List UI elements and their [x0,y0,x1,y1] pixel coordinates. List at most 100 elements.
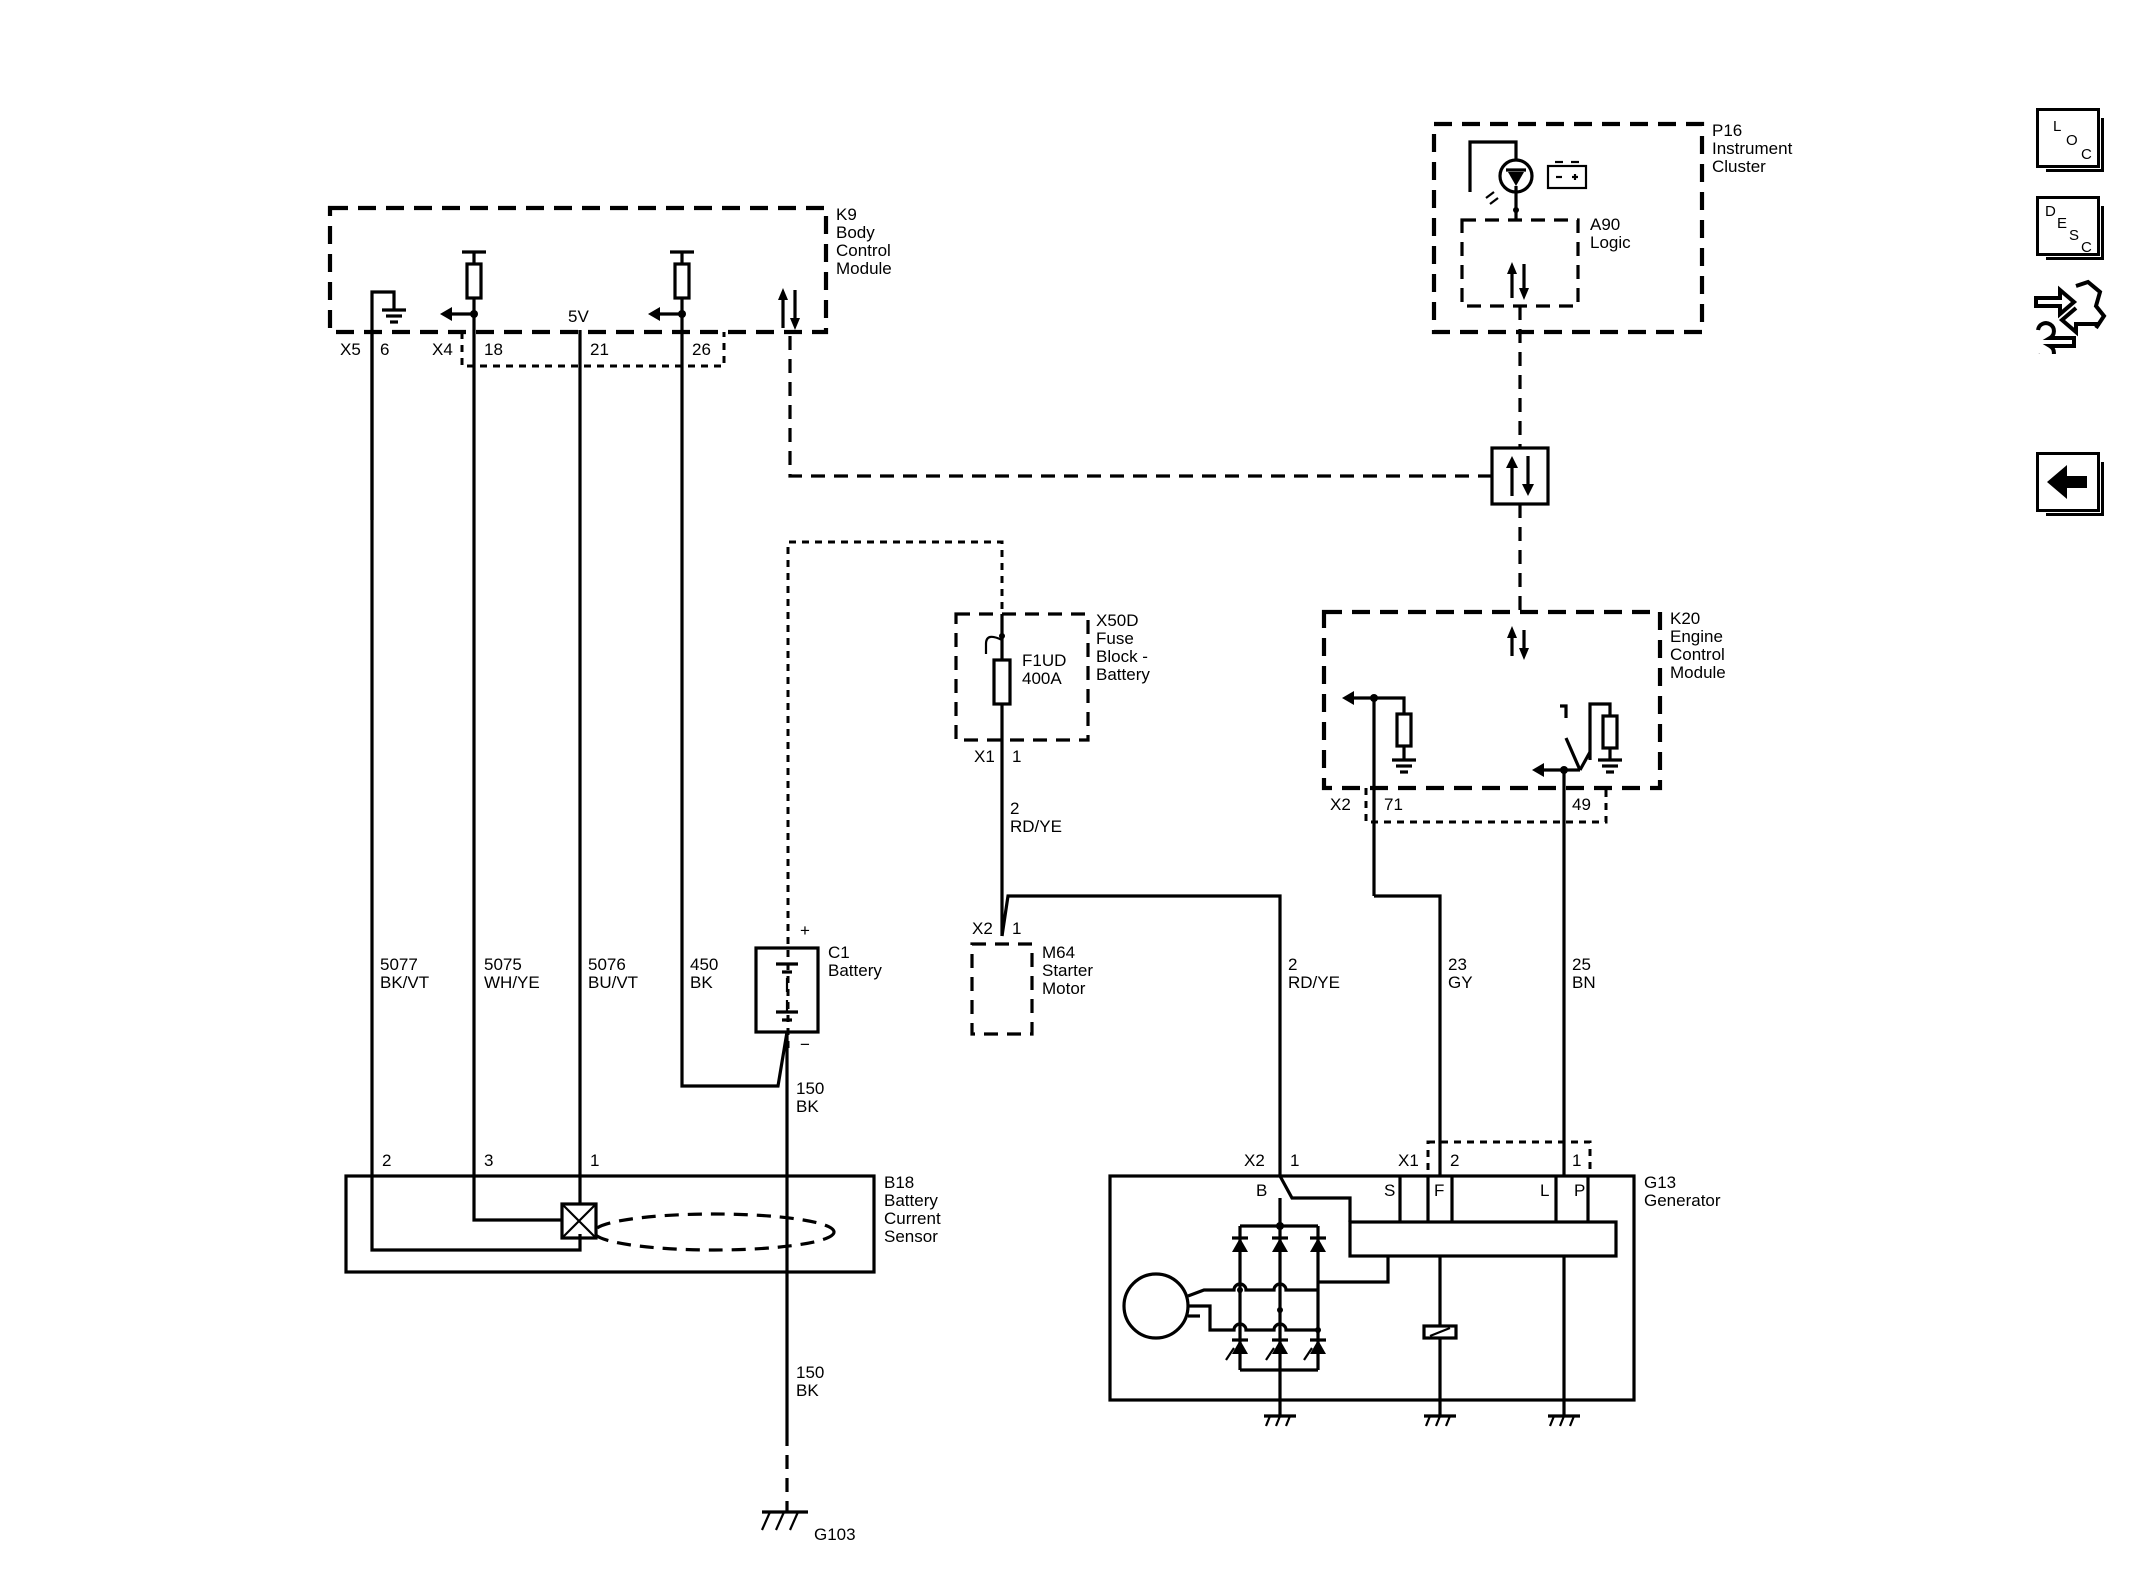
back-button[interactable] [2036,452,2104,516]
a90-ref: A90 [1590,215,1620,234]
wire-5077-circuit: 5077 [380,955,418,974]
k9-pin-6: 6 [380,340,389,359]
desc-letter-e: E [2057,215,2068,232]
loc-button[interactable]: L O C [2036,108,2104,172]
wire-5076-color: BU/VT [588,973,638,992]
k20-name-line-3: Module [1670,663,1726,682]
wire-labels: 5077 BK/VT 5075 WH/YE 5076 BU/VT 450 BK … [380,799,1596,1400]
k9-5v-label: 5V [568,307,589,326]
x50d-name-line-3: Battery [1096,665,1150,684]
diagnostic-icon-graphic [2034,279,2107,363]
wire-23-color: GY [1448,973,1473,992]
wire-150-upper-color: BK [796,1097,819,1116]
wire-23-circuit: 23 [1448,955,1467,974]
loc-letter-l: L [2053,118,2062,135]
wire-2-generator-circuit: 2 [1288,955,1297,974]
k9-body-control-module: K9 Body Control Module 5V X5 6 X4 18 21 … [327,205,892,520]
m64-ref: M64 [1042,943,1075,962]
x50d-fuse-block: X50D Fuse Block - Battery F1UD 400A X1 1 [786,540,1150,1048]
g103-ground: G103 [760,1510,856,1544]
x50d-pin-1: 1 [1012,747,1021,766]
k9-pin-26: 26 [692,340,711,359]
desc-button[interactable]: D E S C [2036,196,2104,260]
g13-connector-x1: X1 [1398,1151,1419,1170]
wire-150-lower-color: BK [796,1381,819,1400]
x50d-name-line-2: Block - [1096,647,1148,666]
desc-letter-c: C [2081,239,2092,256]
f1ud-ref: F1UD [1022,651,1066,670]
wire-450-color: BK [690,973,713,992]
k9-sensor-wires [472,318,789,1512]
k20-pin-71: 71 [1384,795,1403,814]
k20-name-line-2: Control [1670,645,1725,664]
serial-data-network [788,306,1550,612]
b18-ref: B18 [884,1173,914,1192]
b18-name-line-3: Sensor [884,1227,938,1246]
k20-name-line-1: Engine [1670,627,1723,646]
k9-name-line-2: Control [836,241,891,260]
g13-terminal-f: F [1434,1181,1444,1200]
wire-5077-color: BK/VT [380,973,429,992]
k9-pin-18: 18 [484,340,503,359]
k9-connector-x5: X5 [340,340,361,359]
m64-name-line-2: Motor [1042,979,1086,998]
c1-plus: + [800,921,810,940]
k9-name-line-1: Body [836,223,875,242]
m64-pin-1: 1 [1012,919,1021,938]
c1-ref: C1 [828,943,850,962]
wire-5076-circuit: 5076 [588,955,626,974]
x50d-name-line-1: Fuse [1096,629,1134,648]
k20-ref: K20 [1670,609,1700,628]
g13-pin-2: 2 [1450,1151,1459,1170]
m64-connector-x2: X2 [972,919,993,938]
g13-terminal-p: P [1574,1181,1585,1200]
k20-engine-control-module: K20 Engine Control Module X2 71 49 [1321,609,1726,908]
desc-letter-d: D [2045,203,2056,220]
c1-battery: + − C1 Battery [754,921,882,1054]
x50d-ref: X50D [1096,611,1139,630]
g13-ref: G13 [1644,1173,1676,1192]
k20-connector-x2: X2 [1330,795,1351,814]
b18-battery-current-sensor: 2 3 1 B18 Battery Current Sensor [344,330,941,1274]
wire-150-lower-circuit: 150 [796,1363,824,1382]
k9-pin-21: 21 [590,340,609,359]
loc-letter-c: C [2081,146,2092,163]
wire-150-upper-circuit: 150 [796,1079,824,1098]
rectifier-diodes [1225,1236,1326,1361]
p16-ref: P16 [1712,121,1742,140]
loc-letter-o: O [2066,132,2078,149]
diagnostic-wrench-arrows-icon[interactable] [2030,276,2110,363]
wire-25-color: BN [1572,973,1596,992]
b18-pin-1: 1 [590,1151,599,1170]
k20-generator-wires [1374,894,1566,1176]
g13-terminal-b: B [1256,1181,1267,1200]
a90-name: Logic [1590,233,1631,252]
b18-name-line-2: Current [884,1209,941,1228]
p16-instrument-cluster: P16 Instrument Cluster A90 Logic [1431,121,1793,335]
wire-2-generator-color: RD/YE [1288,973,1340,992]
g13-terminal-l: L [1540,1181,1549,1200]
g13-name: Generator [1644,1191,1721,1210]
m64-starter-motor: X2 1 M64 Starter Motor [970,894,1282,1176]
g13-generator: X2 1 X1 2 1 B S F L P G13 Generator [1108,1140,1721,1427]
g13-pin-b-1: 1 [1290,1151,1299,1170]
b18-pin-2: 2 [382,1151,391,1170]
g103-ref: G103 [814,1525,856,1544]
back-arrow-icon [2047,465,2087,499]
wire-450-circuit: 450 [690,955,718,974]
p16-name-line-1: Instrument [1712,139,1793,158]
g13-terminal-s: S [1384,1181,1395,1200]
wire-5075-color: WH/YE [484,973,540,992]
wire-2-fuse-color: RD/YE [1010,817,1062,836]
wire-25-circuit: 25 [1572,955,1591,974]
g13-pin-1: 1 [1572,1151,1581,1170]
k9-name-line-3: Module [836,259,892,278]
p16-name-line-2: Cluster [1712,157,1766,176]
b18-pin-3: 3 [484,1151,493,1170]
g13-connector-x2: X2 [1244,1151,1265,1170]
desc-letter-s: S [2069,227,2080,244]
k9-ref: K9 [836,205,857,224]
k20-pin-49: 49 [1572,795,1591,814]
c1-minus: − [800,1035,810,1054]
